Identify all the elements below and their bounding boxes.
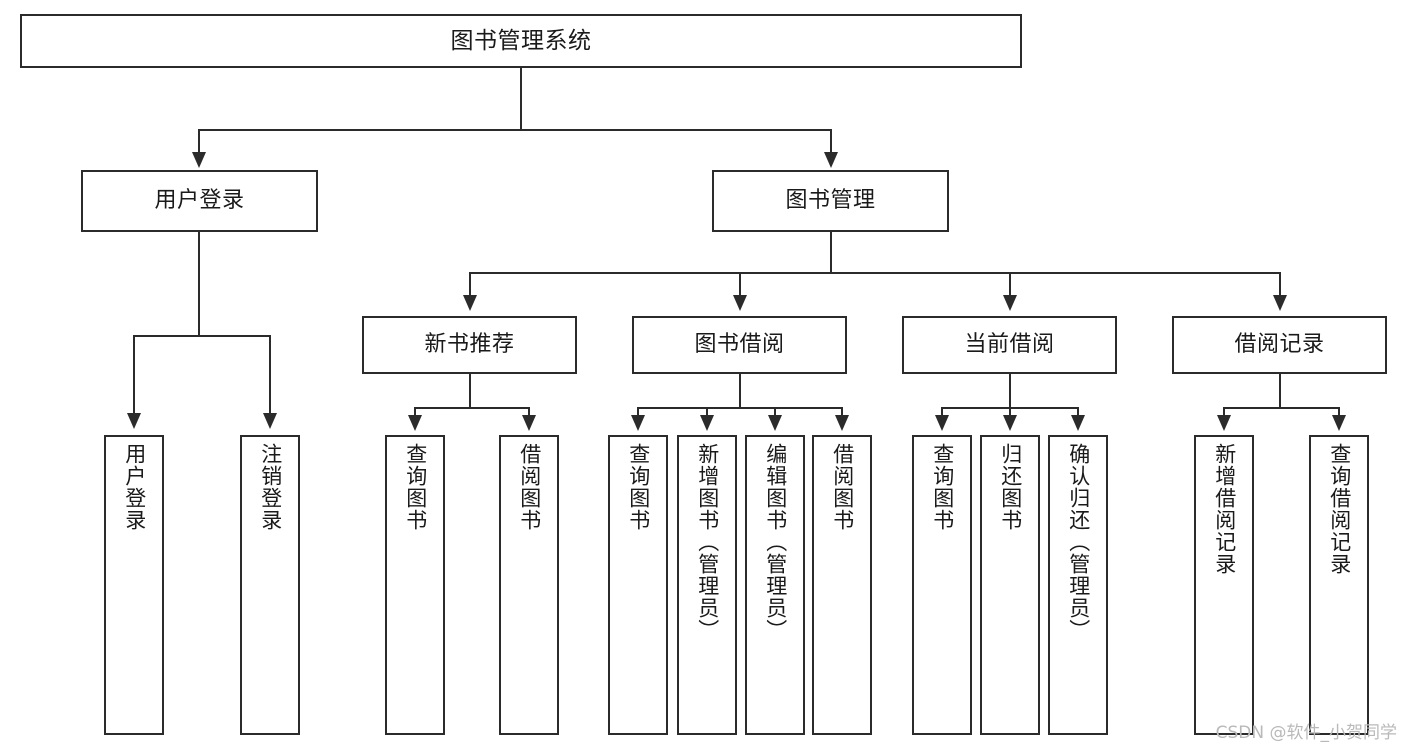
- node-leaf-add-record[interactable]: 新增借阅记录: [1194, 435, 1254, 735]
- node-label: 图书管理: [785, 188, 876, 214]
- node-leaf-query-record[interactable]: 查询借阅记录: [1309, 435, 1369, 735]
- connector-drop-current-borrow: [1009, 272, 1011, 297]
- node-label: 注销登录: [258, 443, 283, 531]
- connector-drop-leaf-query-book-3: [941, 407, 943, 417]
- node-leaf-edit-book[interactable]: 编辑图书（管理员）: [745, 435, 805, 735]
- arrow-head-new-book-recommend: [463, 295, 477, 311]
- node-current-borrow[interactable]: 当前借阅: [902, 316, 1117, 374]
- node-user-login[interactable]: 用户登录: [81, 170, 318, 232]
- connector-root-stem: [520, 68, 522, 130]
- node-label: 用户登录: [154, 188, 245, 214]
- connector-level1-bus: [198, 129, 832, 131]
- connector-drop-leaf-return-book: [1009, 407, 1011, 417]
- connector-drop-leaf-add-record: [1223, 407, 1225, 417]
- arrow-head-leaf-add-book: [700, 415, 714, 431]
- node-label: 查询图书: [930, 443, 955, 531]
- arrow-head-leaf-query-book-3: [935, 415, 949, 431]
- node-leaf-user-login[interactable]: 用户登录: [104, 435, 164, 735]
- arrow-head-leaf-add-record: [1217, 415, 1231, 431]
- node-label: 当前借阅: [964, 332, 1055, 358]
- node-leaf-user-logout[interactable]: 注销登录: [240, 435, 300, 735]
- arrow-head-leaf-borrow-book-1: [522, 415, 536, 431]
- arrow-head-user-login: [192, 152, 206, 168]
- arrow-head-leaf-query-book-2: [631, 415, 645, 431]
- arrow-head-current-borrow: [1003, 295, 1017, 311]
- connector-drop-leaf-user-login: [133, 335, 135, 415]
- arrow-head-leaf-user-logout: [263, 413, 277, 429]
- connector-drop-new-book-recommend: [469, 272, 471, 297]
- node-leaf-confirm-return[interactable]: 确认归还（管理员）: [1048, 435, 1108, 735]
- arrow-head-leaf-user-login: [127, 413, 141, 429]
- watermark: CSDN @软件_小贺同学: [1215, 723, 1397, 743]
- node-leaf-query-book-2[interactable]: 查询图书: [608, 435, 668, 735]
- connector-drop-leaf-user-logout: [269, 335, 271, 415]
- node-leaf-query-book-1[interactable]: 查询图书: [385, 435, 445, 735]
- connector-drop-leaf-add-book: [706, 407, 708, 417]
- node-label: 借阅图书: [830, 443, 855, 531]
- connector-user-login-bus: [133, 335, 270, 337]
- connector-drop-leaf-query-record: [1338, 407, 1340, 417]
- arrow-head-leaf-query-book-1: [408, 415, 422, 431]
- node-label: 图书借阅: [694, 332, 785, 358]
- node-new-book-recommend[interactable]: 新书推荐: [362, 316, 577, 374]
- node-leaf-borrow-book-2[interactable]: 借阅图书: [812, 435, 872, 735]
- node-label: 借阅图书: [517, 443, 542, 531]
- node-leaf-add-book[interactable]: 新增图书（管理员）: [677, 435, 737, 735]
- arrow-head-book-borrow: [733, 295, 747, 311]
- node-book-management[interactable]: 图书管理: [712, 170, 949, 232]
- connector-book-borrow-stem: [739, 374, 741, 408]
- arrow-head-leaf-borrow-book-2: [835, 415, 849, 431]
- arrow-head-leaf-return-book: [1003, 415, 1017, 431]
- node-label: 确认归还（管理员）: [1066, 443, 1091, 641]
- connector-drop-leaf-borrow-book-2: [841, 407, 843, 417]
- connector-level1-drop-book-manage: [830, 129, 832, 154]
- node-borrow-record[interactable]: 借阅记录: [1172, 316, 1387, 374]
- node-label: 编辑图书（管理员）: [763, 443, 788, 641]
- node-leaf-query-book-3[interactable]: 查询图书: [912, 435, 972, 735]
- connector-drop-leaf-confirm-return: [1077, 407, 1079, 417]
- connector-new-book-recommend-stem: [469, 374, 471, 408]
- node-book-borrow[interactable]: 图书借阅: [632, 316, 847, 374]
- connector-drop-leaf-query-book-1: [414, 407, 416, 417]
- node-label: 新增借阅记录: [1212, 443, 1237, 575]
- connector-drop-book-borrow: [739, 272, 741, 297]
- connector-drop-leaf-borrow-book-1: [528, 407, 530, 417]
- connector-level1-drop-user-login: [198, 129, 200, 154]
- arrow-head-borrow-record: [1273, 295, 1287, 311]
- connector-user-login-stem: [198, 232, 200, 336]
- arrow-head-book-manage: [824, 152, 838, 168]
- node-label: 查询借阅记录: [1327, 443, 1352, 575]
- arrow-head-leaf-confirm-return: [1071, 415, 1085, 431]
- node-label: 新书推荐: [424, 332, 515, 358]
- connector-drop-leaf-edit-book: [774, 407, 776, 417]
- connector-borrow-record-stem: [1279, 374, 1281, 408]
- node-label: 用户登录: [122, 443, 147, 531]
- node-label: 查询图书: [626, 443, 651, 531]
- arrow-head-leaf-edit-book: [768, 415, 782, 431]
- node-label: 新增图书（管理员）: [695, 443, 720, 641]
- node-root-book-management-system[interactable]: 图书管理系统: [20, 14, 1022, 68]
- node-label: 归还图书: [998, 443, 1023, 531]
- connector-book-manage-stem: [830, 232, 832, 273]
- node-label: 查询图书: [403, 443, 428, 531]
- node-leaf-return-book[interactable]: 归还图书: [980, 435, 1040, 735]
- connector-new-book-recommend-bus: [414, 407, 530, 409]
- connector-drop-borrow-record: [1279, 272, 1281, 297]
- connector-book-borrow-bus: [637, 407, 842, 409]
- node-label: 图书管理系统: [450, 27, 592, 54]
- arrow-head-leaf-query-record: [1332, 415, 1346, 431]
- connector-current-borrow-stem: [1009, 374, 1011, 408]
- connector-drop-leaf-query-book-2: [637, 407, 639, 417]
- node-leaf-borrow-book-1[interactable]: 借阅图书: [499, 435, 559, 735]
- connector-level2-bus: [469, 272, 1280, 274]
- node-label: 借阅记录: [1234, 332, 1325, 358]
- connector-borrow-record-bus: [1223, 407, 1340, 409]
